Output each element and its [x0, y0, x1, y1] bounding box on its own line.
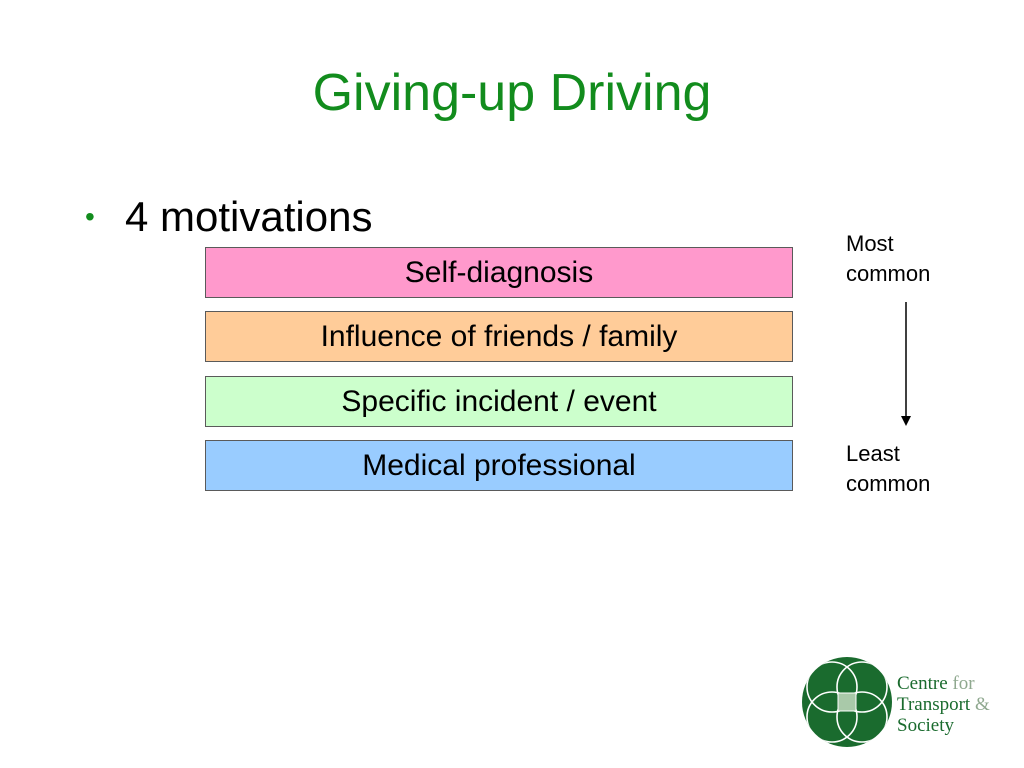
motivation-box-4: Medical professional — [205, 440, 793, 491]
logo-circles-icon — [802, 657, 892, 747]
motivation-box-2: Influence of friends / family — [205, 311, 793, 362]
least-common-line2: common — [846, 471, 931, 496]
logo-line-2: Transport & — [897, 694, 990, 715]
organization-logo: Centre for Transport & Society — [800, 655, 1015, 750]
least-common-line1: Least — [846, 441, 900, 466]
motivation-box-3: Specific incident / event — [205, 376, 793, 427]
logo-word-ampersand: & — [974, 694, 990, 715]
slide-title: Giving-up Driving — [312, 64, 712, 122]
logo-word-society: Society — [897, 715, 954, 736]
least-common-label: Least common — [846, 439, 930, 499]
down-arrow-icon — [901, 302, 911, 426]
logo-line-1: Centre for — [897, 673, 990, 694]
logo-word-for: for — [952, 673, 975, 694]
logo-wordmark: Centre for Transport & Society — [897, 673, 990, 736]
logo-word-transport: Transport — [897, 694, 971, 715]
bullet-text: 4 motivations — [125, 193, 373, 240]
bullet-item: • 4 motivations — [85, 190, 372, 244]
most-common-line1: Most — [846, 231, 894, 256]
bullet-marker: • — [85, 201, 95, 232]
logo-line-3: Society — [897, 715, 990, 736]
motivation-box-1: Self-diagnosis — [205, 247, 793, 298]
most-common-label: Most common — [846, 229, 930, 289]
most-common-line2: common — [846, 261, 931, 286]
logo-word-centre: Centre — [897, 673, 948, 694]
